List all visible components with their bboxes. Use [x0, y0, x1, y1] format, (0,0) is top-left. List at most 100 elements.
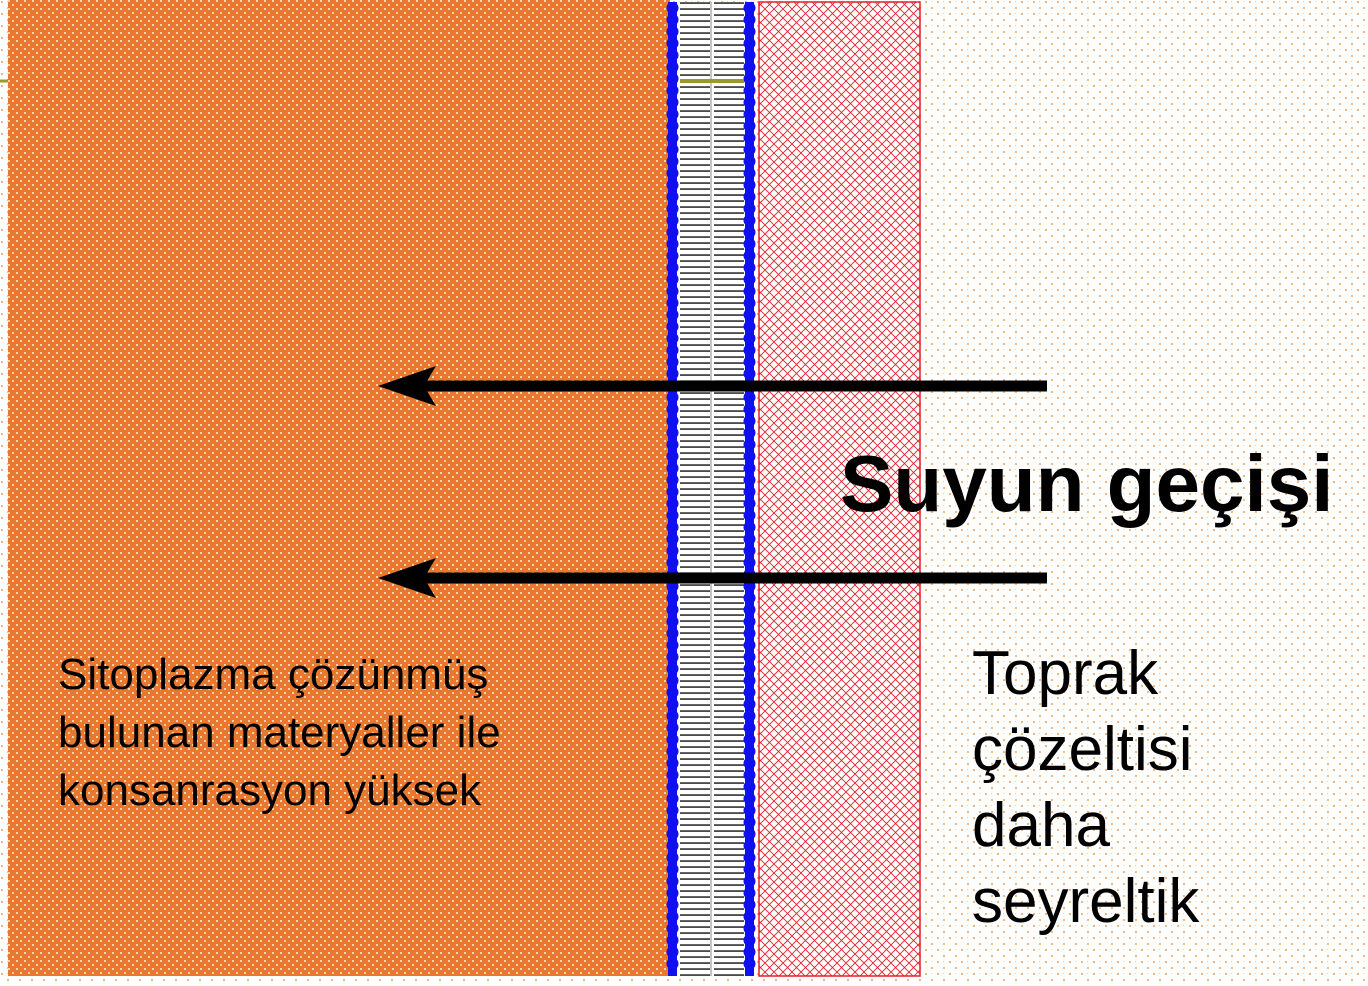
- phospholipid-head: [743, 202, 756, 215]
- phospholipid-head: [666, 533, 679, 545]
- phospholipid-head: [743, 592, 756, 604]
- phospholipid-head: [743, 497, 756, 510]
- phospholipid-head: [666, 780, 679, 793]
- water-arrow-upper: [378, 366, 1047, 406]
- phospholipid-head: [666, 556, 679, 569]
- cytoplasm-label-line: konsanrasyon yüksek: [58, 766, 482, 815]
- phospholipid-head: [666, 285, 679, 298]
- phospholipid-head: [743, 143, 756, 156]
- phospholipid-head: [743, 674, 756, 687]
- phospholipid-head: [743, 320, 756, 333]
- phospholipid-head: [666, 167, 679, 180]
- phospholipid-head: [743, 934, 756, 947]
- soil-label-line: daha: [972, 791, 1110, 860]
- phospholipid-head: [743, 25, 756, 38]
- cytoplasm-label-line: bulunan materyaller ile: [58, 708, 501, 757]
- phospholipid-head: [666, 261, 679, 274]
- phospholipid-head: [743, 922, 756, 935]
- phospholipid-head: [666, 49, 679, 62]
- phospholipid-head: [743, 757, 756, 770]
- phospholipid-head: [666, 745, 679, 758]
- phospholipid-head: [743, 769, 756, 781]
- phospholipid-head: [743, 426, 756, 439]
- phospholipid-head: [743, 96, 756, 109]
- phospholipid-head: [666, 450, 679, 463]
- phospholipid-head: [743, 49, 756, 62]
- phospholipid-head: [743, 131, 756, 144]
- phospholipid-head: [666, 474, 679, 486]
- phospholipid-head: [743, 556, 756, 569]
- phospholipid-head: [743, 249, 756, 262]
- phospholipid-head: [666, 910, 679, 923]
- phospholipid-head: [743, 179, 756, 191]
- phospholipid-head: [666, 769, 679, 781]
- phospholipid-head: [666, 320, 679, 333]
- phospholipid-head: [743, 804, 756, 817]
- phospholipid-head: [743, 533, 756, 545]
- phospholipid-head: [666, 875, 679, 888]
- phospholipid-head: [743, 462, 756, 475]
- phospholipid-head: [743, 875, 756, 888]
- phospholipid-head: [666, 509, 679, 522]
- phospholipid-head: [666, 521, 679, 534]
- phospholipid-head: [743, 615, 756, 628]
- phospholipid-head: [666, 710, 679, 722]
- phospholipid-head: [743, 273, 756, 286]
- phospholipid-head: [743, 155, 756, 168]
- phospholipid-head: [743, 662, 756, 675]
- phospholipid-head: [666, 662, 679, 675]
- phospholipid-head: [666, 887, 679, 899]
- phospholipid-head: [666, 2, 679, 14]
- phospholipid-head: [743, 910, 756, 923]
- phospholipid-head: [666, 131, 679, 144]
- arrow-left-icon: [378, 558, 436, 598]
- phospholipid-head: [666, 179, 679, 191]
- phospholipid-head: [743, 190, 756, 203]
- cytoplasm-label: Sitoplazma çözünmüş bulunan materyaller …: [58, 646, 658, 820]
- phospholipid-head: [666, 238, 679, 250]
- phospholipid-head: [666, 863, 679, 876]
- phospholipid-head: [743, 84, 756, 97]
- phospholipid-head: [666, 651, 679, 663]
- phospholipid-head: [743, 72, 756, 85]
- phospholipid-head: [743, 13, 756, 26]
- phospholipid-head: [666, 273, 679, 286]
- phospholipid-head: [666, 84, 679, 97]
- phospholipid-head: [666, 627, 679, 640]
- phospholipid-head: [666, 615, 679, 628]
- phospholipid-head: [743, 710, 756, 722]
- phospholipid-head: [666, 391, 679, 404]
- phospholipid-head: [666, 332, 679, 345]
- phospholipid-head: [666, 72, 679, 85]
- phospholipid-head: [666, 804, 679, 817]
- cytoplasm-region: [8, 0, 670, 976]
- phospholipid-head: [666, 25, 679, 38]
- phospholipid-head: [743, 828, 756, 840]
- cell-membrane: [666, 2, 756, 976]
- phospholipid-head: [666, 544, 679, 557]
- phospholipid-head: [666, 816, 679, 829]
- phospholipid-head: [743, 603, 756, 616]
- diagram-title: Suyun geçişi: [840, 439, 1334, 528]
- phospholipid-head: [743, 721, 756, 734]
- phospholipid-head: [666, 226, 679, 239]
- phospholipid-head: [743, 344, 756, 357]
- phospholipid-head: [743, 61, 756, 73]
- phospholipid-head: [743, 792, 756, 805]
- phospholipid-head: [743, 745, 756, 758]
- phospholipid-head: [666, 403, 679, 416]
- phospholipid-head: [743, 863, 756, 876]
- phospholipid-head: [666, 356, 679, 368]
- phospholipid-head: [666, 462, 679, 475]
- phospholipid-head: [743, 238, 756, 250]
- phospholipid-head: [743, 887, 756, 899]
- phospholipid-head: [743, 509, 756, 522]
- phospholipid-head: [666, 839, 679, 852]
- phospholipid-head: [666, 415, 679, 427]
- phospholipid-head: [666, 426, 679, 439]
- phospholipid-head: [743, 367, 756, 380]
- phospholipid-head: [743, 839, 756, 852]
- arrow-left-icon: [378, 366, 436, 406]
- phospholipid-head: [743, 308, 756, 321]
